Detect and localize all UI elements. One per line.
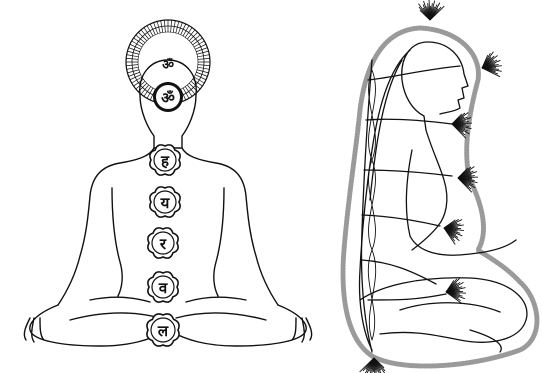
plume-burst	[446, 278, 466, 304]
chakra-glyph: व	[158, 279, 168, 297]
profile-meditator-figure	[343, 28, 537, 366]
plume-burst	[444, 219, 464, 244]
plume-burst	[419, 0, 445, 20]
profile-head	[402, 42, 468, 130]
plume-burst	[482, 52, 502, 77]
chakra-glyph: र	[159, 235, 167, 253]
chakra-svadhisthana: व	[148, 272, 178, 302]
chakra-anahata: य	[150, 187, 180, 217]
chakra-glyph: ह	[160, 152, 170, 170]
torso-outline	[58, 148, 154, 305]
chakra-glyph: य	[160, 194, 171, 212]
chakra-glyph: ॐ	[161, 89, 175, 107]
chakra-sahasrara: ॐ	[162, 57, 174, 73]
chakra-vishuddha: ह	[150, 145, 180, 175]
chakra-manipura: र	[148, 228, 178, 258]
chakra-plumes	[360, 0, 502, 373]
chakra-glyph: ल	[157, 322, 169, 340]
chakra-muladhara: ल	[147, 314, 179, 346]
aura-stipple	[343, 28, 537, 366]
chakra-glyph: ॐ	[162, 57, 174, 73]
chakra-ajna: ॐ	[153, 82, 183, 112]
